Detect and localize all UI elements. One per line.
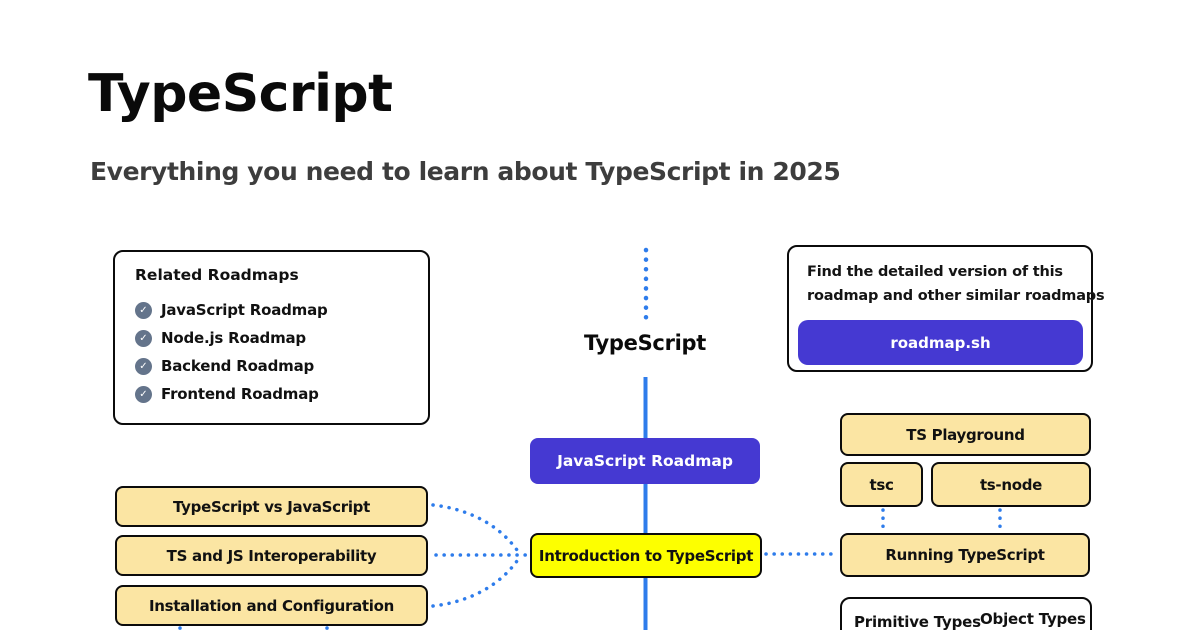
dotted-curve-install xyxy=(431,559,519,608)
detail-text-line1: Find the detailed version of this xyxy=(807,264,1063,280)
page-title: TypeScript xyxy=(88,64,393,124)
related-roadmap-label: Frontend Roadmap xyxy=(161,385,319,403)
node-typescript-vs-javascript[interactable]: TypeScript vs JavaScript xyxy=(115,486,428,527)
node-introduction-to-typescript[interactable]: Introduction to TypeScript xyxy=(530,533,762,578)
node-tsc[interactable]: tsc xyxy=(840,462,923,507)
object-types-label[interactable]: Object Types xyxy=(980,610,1086,628)
related-roadmap-backend[interactable]: ✓ Backend Roadmap xyxy=(135,352,418,380)
related-roadmap-nodejs[interactable]: ✓ Node.js Roadmap xyxy=(135,324,418,352)
dotted-curve-ts-vs-js xyxy=(431,503,519,552)
related-roadmap-label: JavaScript Roadmap xyxy=(161,301,328,319)
roadmapsh-button[interactable]: roadmap.sh xyxy=(798,320,1083,365)
related-roadmaps-title: Related Roadmaps xyxy=(135,266,299,284)
javascript-roadmap-button[interactable]: JavaScript Roadmap xyxy=(530,438,760,484)
check-icon: ✓ xyxy=(135,385,152,403)
detail-text-line2: roadmap and other similar roadmaps xyxy=(807,288,1105,304)
typescript-center-label: TypeScript xyxy=(584,331,706,355)
primitive-types-label[interactable]: Primitive Types xyxy=(854,613,981,630)
related-roadmap-label: Backend Roadmap xyxy=(161,357,315,375)
node-ts-node[interactable]: ts-node xyxy=(931,462,1091,507)
related-roadmap-javascript[interactable]: ✓ JavaScript Roadmap xyxy=(135,296,418,324)
node-running-typescript[interactable]: Running TypeScript xyxy=(840,533,1090,577)
node-ts-js-interoperability[interactable]: TS and JS Interoperability xyxy=(115,535,428,576)
node-installation-and-configuration[interactable]: Installation and Configuration xyxy=(115,585,428,626)
related-roadmap-frontend[interactable]: ✓ Frontend Roadmap xyxy=(135,380,418,408)
types-group-card: Primitive Types Object Types xyxy=(840,597,1092,630)
related-roadmaps-list: ✓ JavaScript Roadmap ✓ Node.js Roadmap ✓… xyxy=(135,296,418,408)
node-ts-playground[interactable]: TS Playground xyxy=(840,413,1091,456)
related-roadmaps-card: Related Roadmaps ✓ JavaScript Roadmap ✓ … xyxy=(113,250,430,425)
check-icon: ✓ xyxy=(135,329,152,347)
page-subtitle: Everything you need to learn about TypeS… xyxy=(90,157,841,186)
check-icon: ✓ xyxy=(135,301,152,319)
check-icon: ✓ xyxy=(135,357,152,375)
detail-version-card: Find the detailed version of this roadma… xyxy=(787,245,1105,372)
related-roadmap-label: Node.js Roadmap xyxy=(161,329,306,347)
